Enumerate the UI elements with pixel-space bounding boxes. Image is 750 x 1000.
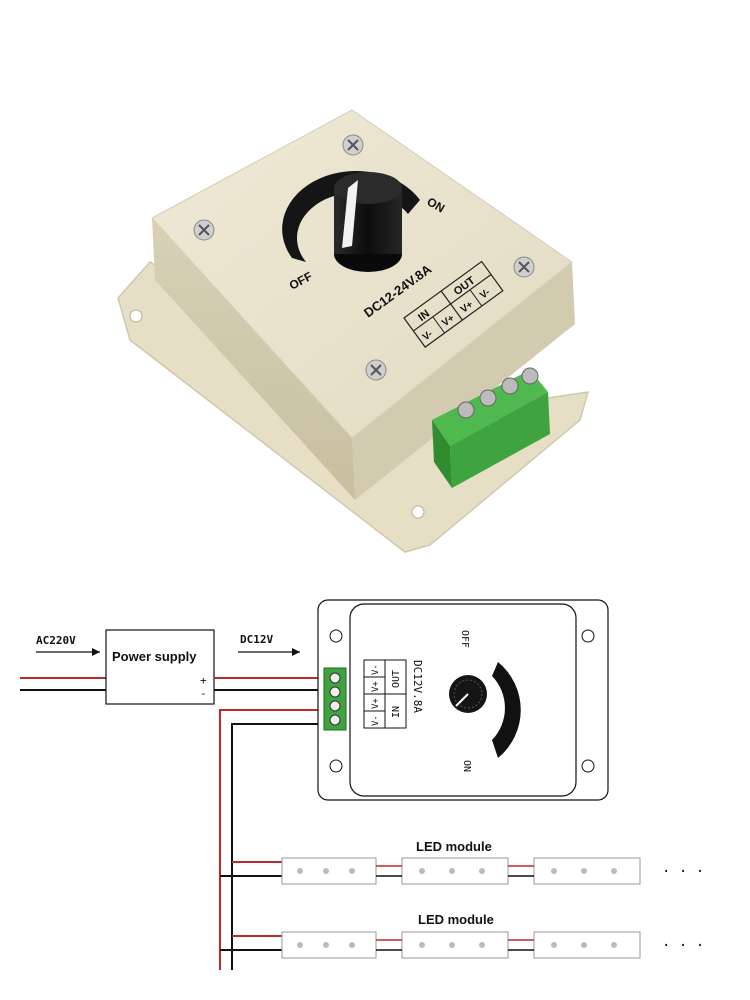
led-ellipsis: · · · [662, 864, 704, 880]
dc-label: DC12V [240, 633, 273, 646]
terminal-label: V- [371, 715, 381, 726]
dimmer-knob[interactable] [334, 172, 402, 272]
mount-hole-icon [329, 629, 343, 643]
power-supply-box [105, 629, 215, 705]
diagram-terminal-block [323, 667, 347, 731]
mount-hole-icon [329, 759, 343, 773]
wiring-diagram: AC220V Power supply + - DC12V [20, 599, 704, 970]
terminal-screw-icon [479, 389, 497, 407]
on-label: ON [461, 760, 472, 772]
screw-icon [193, 219, 215, 241]
out-wire-red [219, 709, 326, 970]
housing-front-side [352, 262, 575, 500]
screw-icon [342, 134, 364, 156]
mount-hole-left [129, 309, 143, 323]
terminal-label: V+ [371, 698, 381, 709]
led-strip [281, 857, 641, 885]
led-strip [281, 931, 641, 959]
device-rating-label: DC12V.8A [411, 660, 424, 713]
led-module-label: LED module [418, 912, 494, 927]
dimmer-arc [492, 662, 521, 758]
terminal-screw-icon [329, 672, 341, 684]
plus-label: + [200, 674, 207, 687]
terminal-screw-icon [329, 700, 341, 712]
terminal-label: V+ [371, 681, 381, 692]
mount-hole-icon [581, 759, 595, 773]
housing-top [151, 109, 573, 439]
product-photo: OFF ON DC12-24V.8A IN OUT V- V+ V+ V- [117, 109, 590, 553]
terminal-screw-icon [521, 367, 539, 385]
mount-hole-icon [581, 629, 595, 643]
led-module-label: LED module [416, 839, 492, 854]
terminal-screw-icon [329, 714, 341, 726]
out-wire-black [231, 723, 326, 970]
screw-icon [365, 359, 387, 381]
diagram-terminal-table: V- V+ V+ V- IN OUT [363, 659, 407, 729]
terminal-block [432, 367, 550, 488]
minus-label: - [200, 687, 207, 700]
terminal-screw-icon [501, 377, 519, 395]
housing-left-side [152, 218, 355, 500]
power-supply-label: Power supply [112, 649, 197, 664]
out-header: OUT [391, 670, 402, 688]
terminal-screw-icon [457, 401, 475, 419]
off-label: OFF [459, 630, 470, 648]
terminal-screw-icon [329, 686, 341, 698]
mount-hole-right [411, 505, 425, 519]
ac-label: AC220V [36, 634, 76, 647]
led-ellipsis: · · · [662, 938, 704, 954]
screw-icon [513, 256, 535, 278]
in-header: IN [391, 706, 402, 718]
terminal-label: V- [371, 664, 381, 675]
